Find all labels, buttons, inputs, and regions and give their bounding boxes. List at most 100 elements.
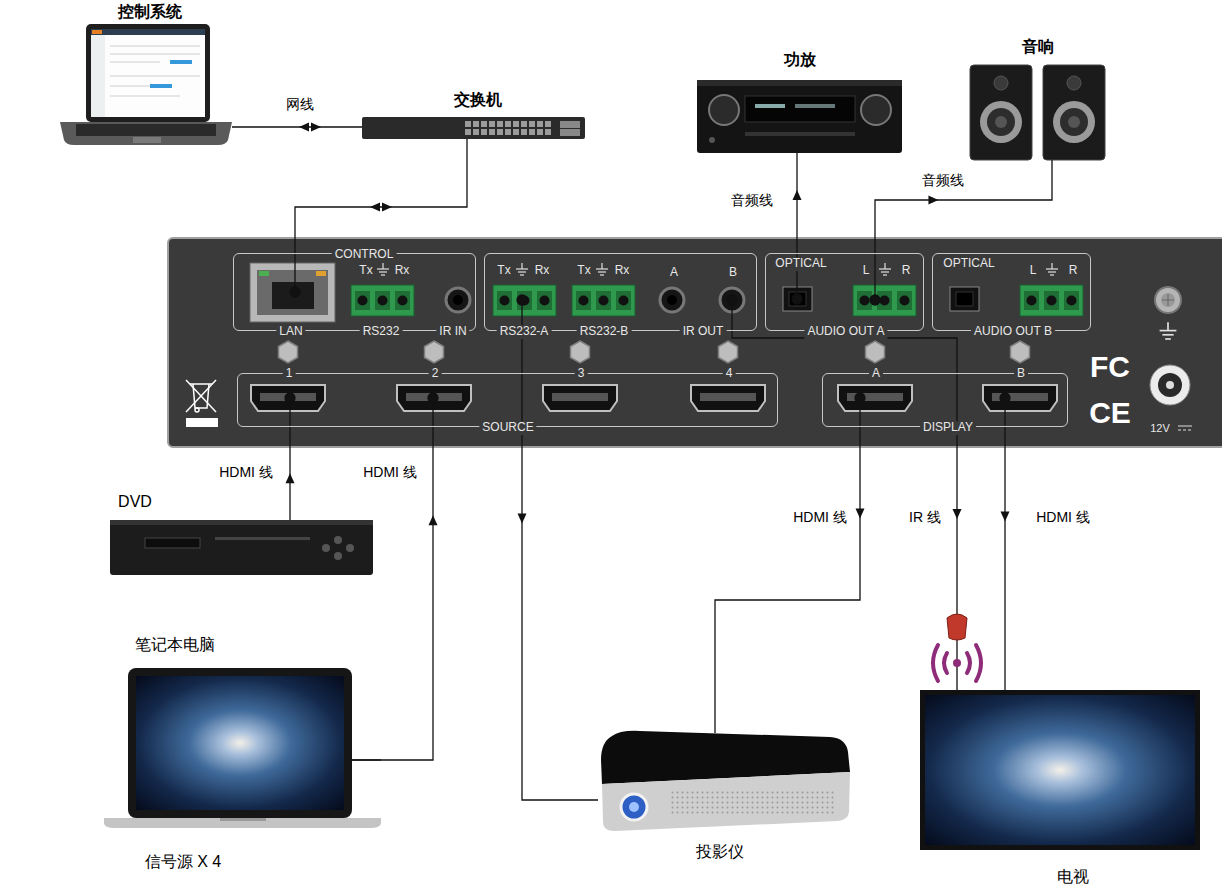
matrix-rear-panel xyxy=(279,341,298,363)
cable-label: HDMI 线 xyxy=(217,464,275,480)
device: 控制系统 xyxy=(60,20,232,145)
cable xyxy=(286,427,295,520)
cable-stub xyxy=(792,294,802,304)
speakers xyxy=(987,108,1015,136)
dvd-player xyxy=(346,544,354,552)
speakers xyxy=(980,101,1022,143)
matrix-rear-panel xyxy=(397,385,471,411)
control-laptop xyxy=(110,76,200,77)
matrix-rear-panel xyxy=(719,341,738,363)
port-label: AUDIO OUT B xyxy=(971,325,1055,339)
control-laptop xyxy=(60,24,232,145)
arrowhead xyxy=(953,509,962,519)
matrix-rear-panel xyxy=(866,341,885,363)
amplifier xyxy=(697,80,902,153)
amplifier xyxy=(709,137,715,143)
arrowhead xyxy=(1001,511,1010,521)
projector xyxy=(629,802,639,812)
cable-stub xyxy=(874,253,875,300)
device: 笔记本电脑信号源 X 4 xyxy=(104,668,352,828)
port-label: R xyxy=(1066,264,1081,278)
matrix-rear-panel xyxy=(838,385,912,411)
matrix-rear-panel xyxy=(425,341,444,363)
cable xyxy=(875,160,1052,253)
speakers xyxy=(1068,116,1080,128)
ir-emitter xyxy=(944,653,947,673)
device-label: 控制系统 xyxy=(118,3,182,21)
control-laptop xyxy=(110,62,160,63)
device-label: 笔记本电脑 xyxy=(135,636,215,654)
cable xyxy=(1001,427,1010,690)
cable-line xyxy=(295,139,467,253)
matrix-rear-panel xyxy=(259,271,269,276)
cable-stub xyxy=(517,295,527,305)
matrix-rear-panel xyxy=(1020,285,1083,316)
matrix-rear-panel xyxy=(691,385,765,411)
port-label: 2 xyxy=(429,367,442,381)
matrix-rear-panel xyxy=(572,285,635,316)
device-label: 交换机 xyxy=(454,91,502,109)
network-switch xyxy=(362,117,585,139)
matrix-rear-panel xyxy=(316,271,326,276)
matrix-rear-panel xyxy=(543,385,617,411)
dvd-player xyxy=(110,520,373,575)
cable xyxy=(518,331,599,800)
control-laptop xyxy=(170,60,192,64)
matrix-rear-panel xyxy=(983,385,1057,411)
port-label: B xyxy=(1014,367,1028,381)
device: 电视 xyxy=(920,690,1200,850)
cable-stub xyxy=(727,295,737,305)
matrix-rear-panel xyxy=(516,263,528,275)
device: 投影仪 xyxy=(598,733,850,830)
device-label: 电视 xyxy=(1057,868,1089,886)
matrix-rear-panel xyxy=(1168,294,1169,306)
port-label: Tx xyxy=(356,264,375,278)
matrix-rear-panel xyxy=(195,408,199,412)
cable xyxy=(793,153,802,253)
port-label: RS232-A xyxy=(497,325,552,339)
port-label: 4 xyxy=(723,367,736,381)
ir-emitter xyxy=(947,614,967,640)
control-laptop xyxy=(91,29,205,117)
laptop xyxy=(104,818,381,828)
laptop xyxy=(220,818,266,821)
device-label: 音响 xyxy=(1022,38,1054,56)
network-switch xyxy=(362,117,585,139)
cable xyxy=(295,139,467,253)
laptop xyxy=(128,668,352,818)
matrix-rear-panel xyxy=(1046,263,1058,275)
port-group: 1234SOURCE xyxy=(237,373,778,427)
cable-label: 音频线 xyxy=(920,172,966,188)
device: DVD xyxy=(110,520,373,575)
port-label: DISPLAY xyxy=(920,421,976,435)
cable xyxy=(732,331,962,690)
arrowhead xyxy=(518,514,527,524)
port-label: 3 xyxy=(575,367,588,381)
cable-stub xyxy=(290,287,300,297)
cable xyxy=(232,123,362,132)
speakers xyxy=(1043,65,1105,160)
port-group: ABDISPLAY xyxy=(822,373,1068,427)
port-label: A xyxy=(869,367,883,381)
network-switch xyxy=(560,121,580,128)
port-group: OPTICALLRAUDIO OUT A xyxy=(765,253,924,331)
port-label: CONTROL xyxy=(332,248,397,262)
cable-stub xyxy=(285,393,295,403)
matrix-rear-panel xyxy=(950,287,979,311)
port-label: Rx xyxy=(392,264,413,278)
arrowhead xyxy=(793,190,802,200)
control-laptop xyxy=(91,29,205,35)
dvd-player xyxy=(110,520,373,575)
ir-emitter xyxy=(976,645,981,681)
port-label: 1 xyxy=(283,367,296,381)
matrix-rear-panel xyxy=(1166,381,1174,389)
ir-emitter xyxy=(933,645,938,681)
port-label: OPTICAL xyxy=(772,257,829,271)
cable-label: HDMI 线 xyxy=(1034,509,1092,525)
control-laptop xyxy=(150,84,172,88)
port-label: R xyxy=(899,264,914,278)
amplifier xyxy=(697,80,902,153)
control-laptop xyxy=(133,137,161,143)
cable xyxy=(715,427,865,733)
